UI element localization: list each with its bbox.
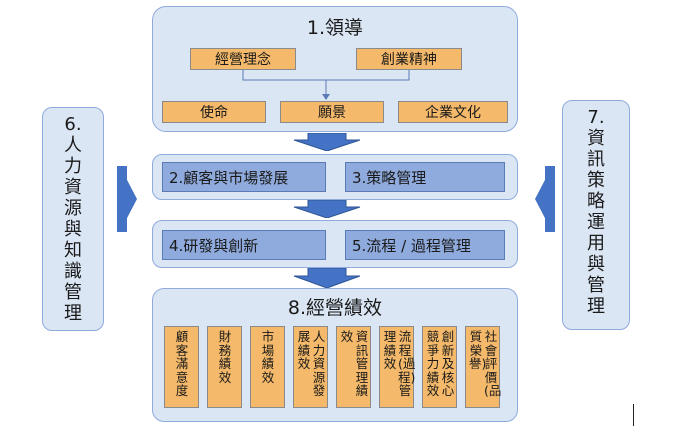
performance-item-text-2: 競爭力績效 [426, 329, 440, 398]
entrepreneurship-box: 創業精神 [356, 48, 462, 70]
performance-item: 展績效人力資源發 [293, 326, 328, 408]
info-strategy-panel: 7.資訊策略運用與管理 [562, 100, 630, 330]
performance-item-text-1: 財務績效 [218, 329, 232, 385]
performance-item-text-1: 資訊管理績 [355, 329, 369, 398]
culture-box: 企業文化 [398, 101, 508, 123]
performance-item: 財務績效 [207, 326, 242, 408]
performance-item: 市場績效 [250, 326, 285, 408]
leadership-title: 1.領導 [306, 17, 364, 39]
performance-item-text-2: 展績效 [297, 329, 311, 371]
strategy-box: 3.策略管理 [345, 162, 505, 192]
performance-title: 8.經營績效 [287, 297, 383, 319]
performance-item-text-1: 流程(過程)管 [398, 329, 416, 398]
performance-item-text-2: 理績效 [383, 329, 397, 371]
performance-item: 競爭力績效創新及核心 [422, 326, 457, 408]
process-box: 5.流程 / 過程管理 [345, 230, 505, 260]
vision-box: 願景 [280, 101, 384, 123]
performance-item-text-1: 社會評價(品 [484, 329, 502, 398]
philosophy-box: 經營理念 [190, 48, 296, 70]
customer-market-box: 2.顧客與市場發展 [162, 162, 326, 192]
performance-item: 理績效流程(過程)管 [379, 326, 416, 408]
performance-item: 質榮譽)社會評價(品 [465, 326, 502, 408]
down-arrow-1 [293, 133, 361, 151]
performance-item-text-2: 質榮譽) [469, 329, 487, 371]
text-cursor [633, 404, 634, 426]
performance-item-text-2: 效 [340, 329, 354, 344]
down-arrow-2 [293, 200, 361, 218]
left-arrow [535, 166, 555, 232]
right-arrow [117, 166, 137, 232]
performance-item-text-1: 人力資源發 [312, 329, 326, 398]
hr-knowledge-panel: 6.人力資源與知識管理 [42, 107, 104, 331]
info-strategy-label: 7.資訊策略運用與管理 [587, 107, 605, 317]
mission-box: 使命 [162, 101, 266, 123]
performance-item-text-1: 創新及核心 [441, 329, 455, 398]
hr-knowledge-label: 6.人力資源與知識管理 [64, 114, 82, 324]
performance-item-text-1: 市場績效 [261, 329, 275, 385]
performance-item: 顧客滿意度 [164, 326, 199, 408]
down-arrow-3 [293, 268, 361, 288]
performance-item-text-1: 顧客滿意度 [175, 329, 189, 398]
rd-innovation-box: 4.研發與創新 [162, 230, 326, 260]
performance-item: 效資訊管理績 [336, 326, 371, 408]
